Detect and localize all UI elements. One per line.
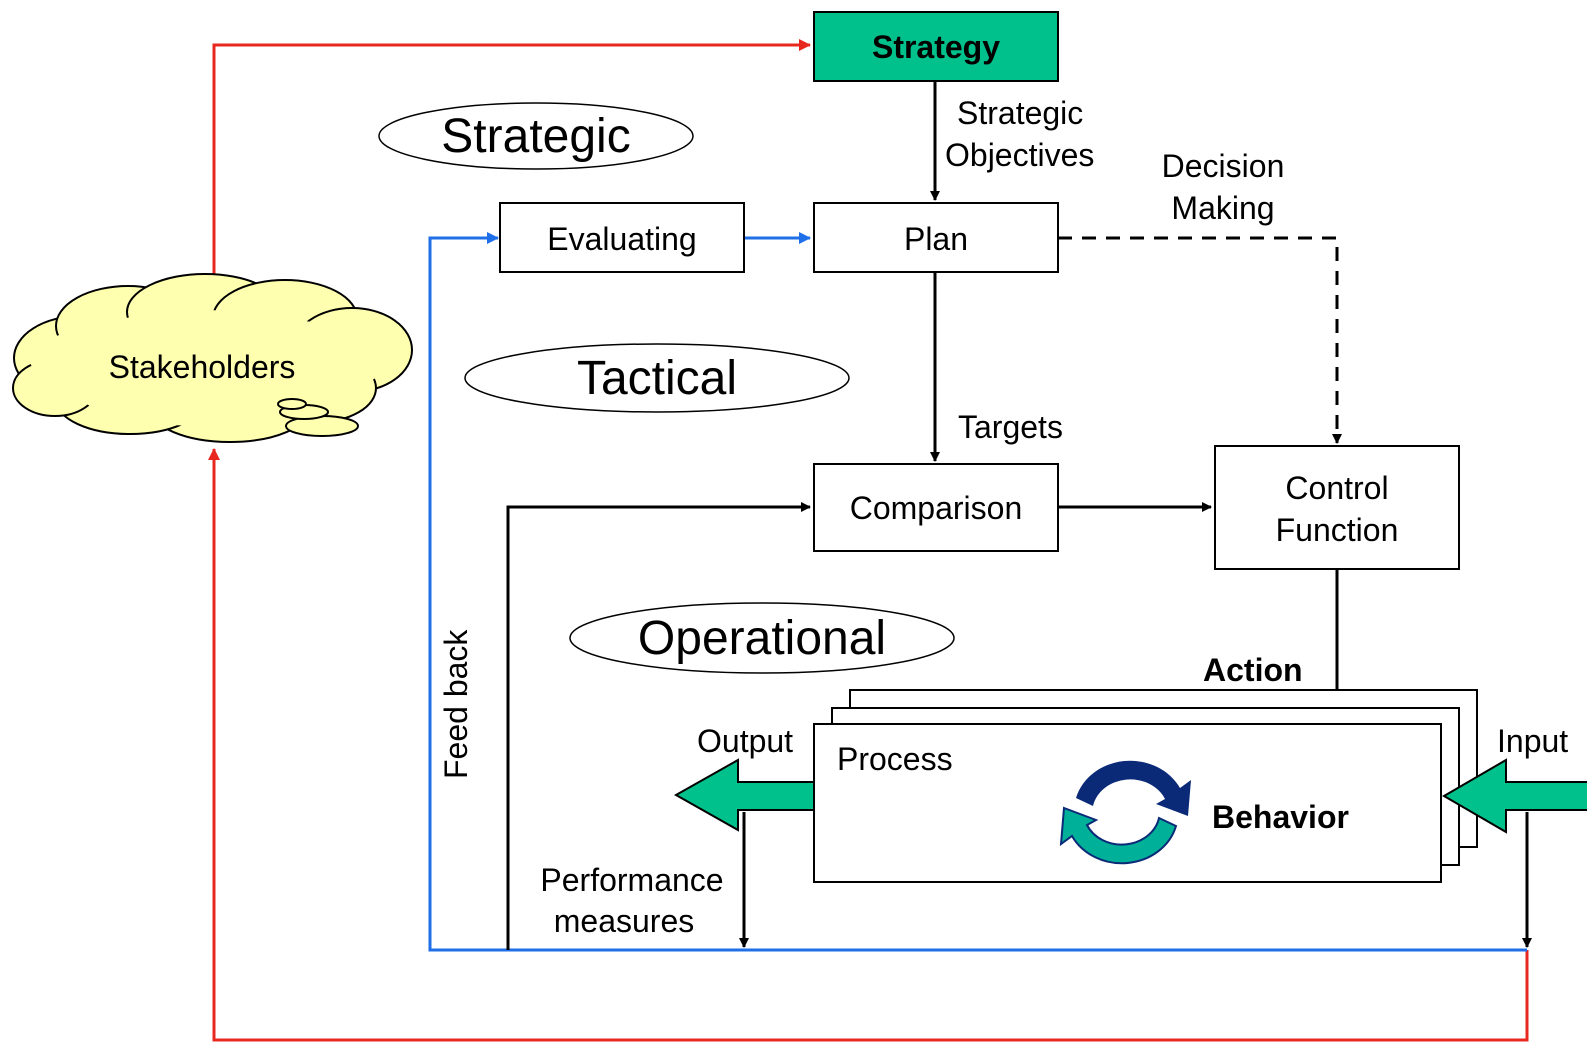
output-label: Output [697,723,793,759]
decision-making-label-1: Decision [1162,148,1285,184]
black-connectors [506,81,1532,950]
control-function-box: Control Function [1214,445,1460,570]
red-loop [208,39,1529,1042]
blue-feedback-loop [428,232,1527,952]
level-tactical: Tactical [464,343,850,413]
strategic-objectives-label-1: Strategic [957,95,1083,131]
performance-measures-label-2: measures [554,903,695,939]
svg-text:Operational: Operational [638,612,886,665]
decision-making-label-2: Making [1171,190,1274,226]
strategy-box: Strategy [813,11,1059,82]
cycle-icon [1059,760,1191,865]
input-arrow [1442,758,1587,834]
svg-text:Control: Control [1285,470,1388,506]
output-arrow [673,758,815,832]
input-label: Input [1497,723,1568,759]
svg-text:Stakeholders: Stakeholders [109,349,296,385]
strategic-objectives-label-2: Objectives [945,137,1094,173]
svg-text:Plan: Plan [904,221,968,257]
svg-text:Strategic: Strategic [441,110,630,163]
decision-making-dashed-arrow [1058,236,1342,444]
svg-text:Comparison: Comparison [850,490,1023,526]
plan-box: Plan [813,202,1059,273]
svg-text:Evaluating: Evaluating [547,221,696,257]
level-strategic: Strategic [378,102,694,170]
comparison-box: Comparison [813,463,1059,552]
svg-text:Behavior: Behavior [1212,799,1349,835]
svg-text:Strategy: Strategy [872,29,1000,65]
action-label: Action [1203,652,1303,688]
feedback-label: Feed back [438,629,474,779]
svg-text:Process: Process [837,741,953,777]
svg-text:Tactical: Tactical [577,352,737,405]
targets-label: Targets [958,409,1063,445]
level-operational: Operational [569,602,955,674]
svg-text:Function: Function [1276,512,1399,548]
stakeholders-cloud: Stakeholders [12,273,413,443]
performance-measures-label-1: Performance [540,862,723,898]
evaluating-box: Evaluating [499,202,745,273]
